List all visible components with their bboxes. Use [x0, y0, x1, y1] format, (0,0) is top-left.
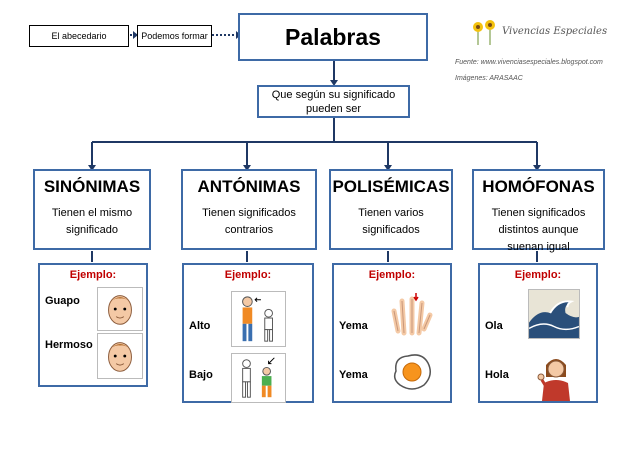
subtitle-text: Que según su significado pueden ser [271, 88, 396, 115]
wave-icon [528, 289, 580, 339]
category-title: ANTÓNIMAS [197, 177, 301, 196]
category-title: POLISÉMICAS [332, 177, 450, 196]
category-sinonimas: SINÓNIMAS Tienen el mismo significado [33, 169, 151, 250]
example-word: Alto [189, 320, 211, 332]
waving-person-icon [532, 353, 580, 401]
example-box-antonimas: Ejemplo: Alto Bajo [182, 263, 314, 403]
category-title: HOMÓFONAS [482, 177, 595, 196]
face-icon [97, 333, 143, 379]
finger-tip-icon [388, 291, 436, 337]
abecedario-box: El abecedario [29, 25, 129, 47]
palabras-box: Palabras [238, 13, 428, 61]
logo: Vivencias Especiales [470, 18, 620, 46]
tall-short-people-icon [231, 291, 286, 347]
short-tall-people-icon [231, 353, 286, 403]
example-label: Ejemplo: [368, 269, 416, 281]
category-description: Tienen significados contrarios [202, 207, 296, 236]
example-box-polisemicas: Ejemplo: Yema Yema [332, 263, 452, 403]
flower-logo-icon [473, 20, 495, 45]
example-word: Bajo [189, 369, 213, 381]
example-label: Ejemplo: [224, 269, 272, 281]
example-box-homofonas: Ejemplo: Ola Hola [478, 263, 598, 403]
category-homofonas: HOMÓFONAS Tienen significados distintos … [472, 169, 605, 253]
category-antonimas: ANTÓNIMAS Tienen significados contrarios [181, 169, 317, 250]
example-label: Ejemplo: [69, 269, 117, 281]
example-label: Ejemplo: [514, 269, 562, 281]
category-polisemicas: POLISÉMICAS Tienen varios significados [329, 169, 453, 250]
images-credit: Imágenes: ARASAAC [455, 75, 523, 82]
podemos-formar-box: Podemos formar [137, 25, 212, 47]
example-word: Guapo [45, 295, 80, 307]
podemos-formar-label: Podemos formar [141, 31, 208, 41]
example-word: Yema [339, 320, 368, 332]
category-description: Tienen el mismo significado [51, 207, 133, 236]
example-word: Yema [339, 369, 368, 381]
category-description: Tienen varios significados [358, 207, 424, 236]
example-box-sinonimas: Ejemplo: Guapo Hermoso [38, 263, 148, 387]
example-word: Hermoso [45, 339, 93, 351]
example-word: Ola [485, 320, 503, 332]
source-credit: Fuente: www.vivenciasespeciales.blogspot… [455, 59, 603, 66]
category-description: Tienen significados distintos aunque sue… [491, 207, 586, 253]
subtitle-box: Que según su significado pueden ser [257, 85, 410, 118]
category-title: SINÓNIMAS [43, 177, 141, 196]
logo-text: Vivencias Especiales [502, 26, 608, 37]
abecedario-label: El abecedario [51, 31, 107, 41]
fried-egg-icon [388, 349, 436, 395]
page-title: Palabras [285, 23, 381, 50]
face-icon [97, 287, 143, 331]
example-word: Hola [485, 369, 509, 381]
